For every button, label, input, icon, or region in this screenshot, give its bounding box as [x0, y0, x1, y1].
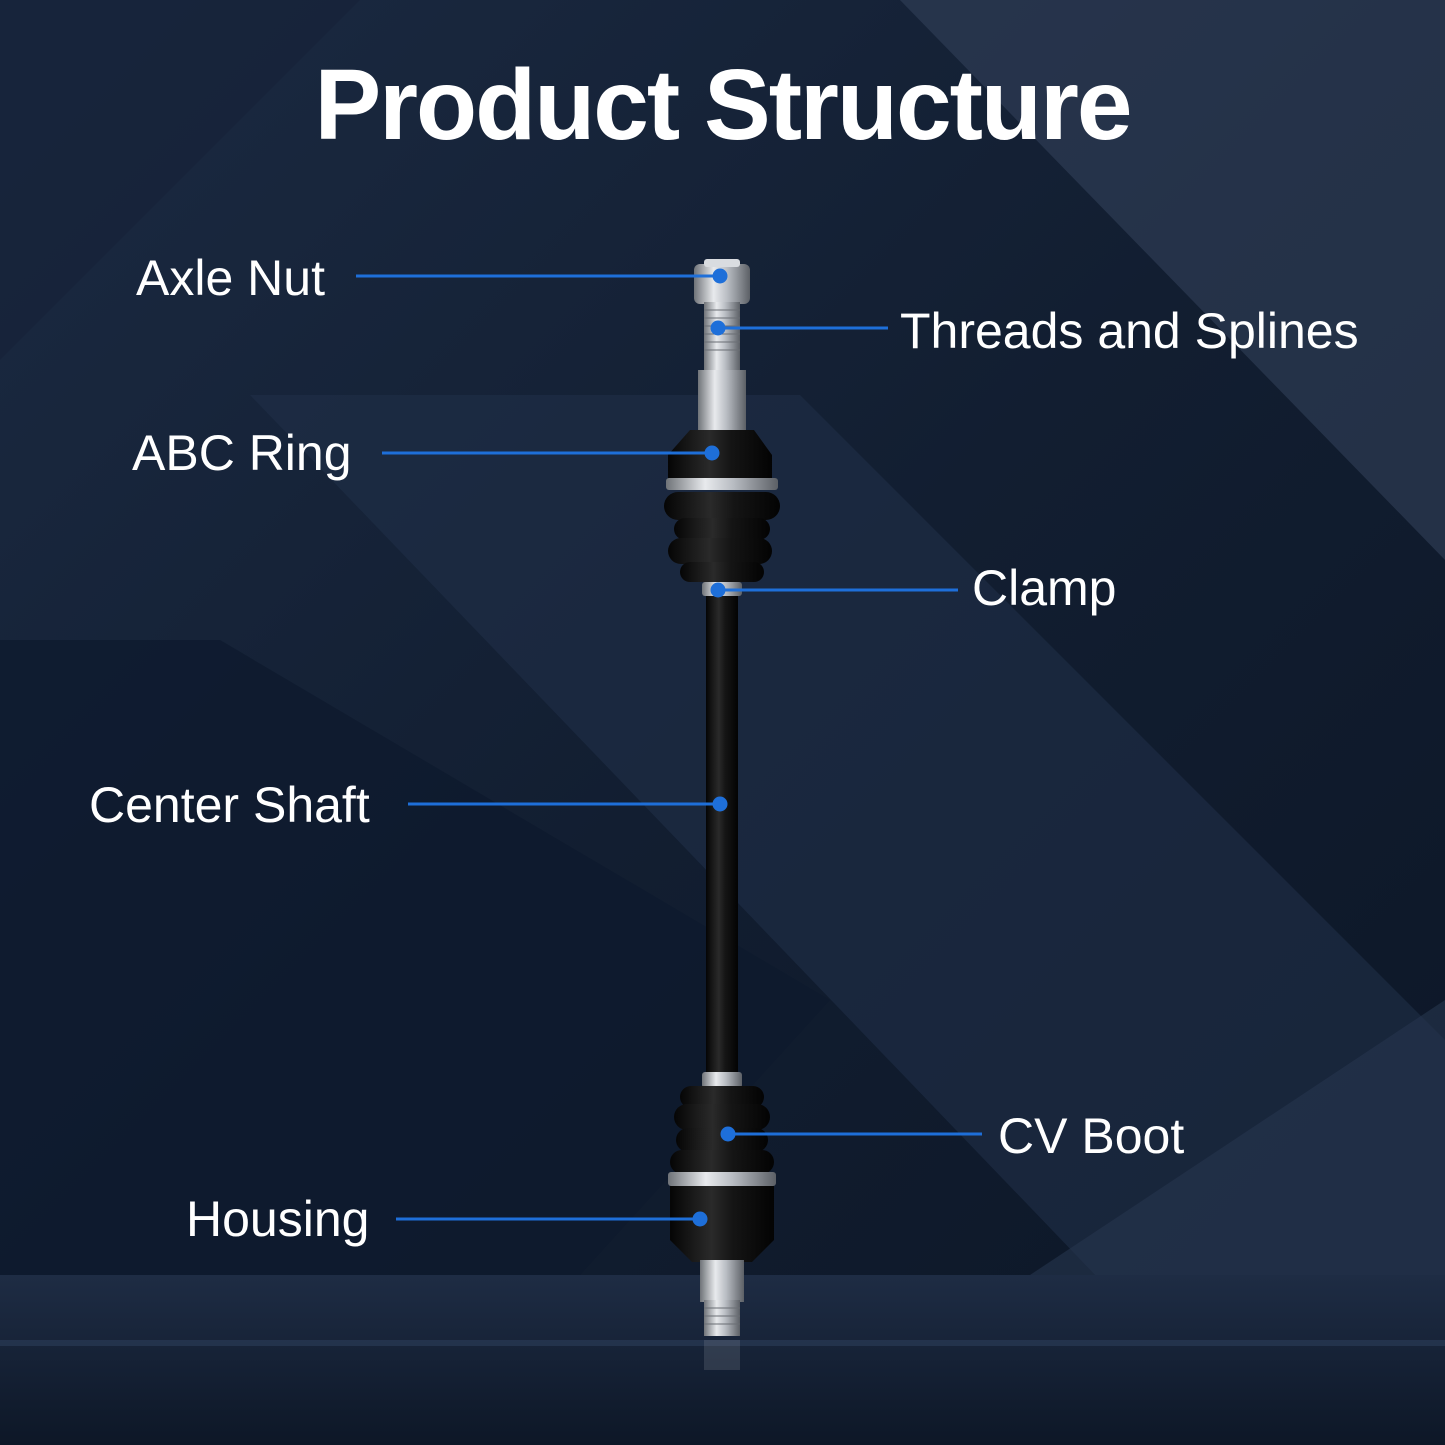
- housing-part: [670, 1186, 774, 1262]
- threads-and-splines-label: Threads and Splines: [900, 303, 1359, 359]
- threads-and-splines-part: [698, 302, 746, 430]
- abc-ring-part: [666, 430, 778, 490]
- center-shaft-label: Center Shaft: [89, 777, 370, 833]
- housing-leader: [396, 1211, 708, 1227]
- clamp-label: Clamp: [972, 560, 1117, 616]
- center-shaft-part: [706, 596, 738, 1074]
- upper-cv-boot-part: [664, 492, 780, 582]
- housing-label: Housing: [186, 1191, 370, 1247]
- clamp-leader: [710, 582, 958, 598]
- center-shaft-leader: [408, 796, 728, 812]
- abc-ring-label: ABC Ring: [132, 425, 352, 481]
- threads-leader: [710, 320, 888, 336]
- axle-nut-label: Axle Nut: [136, 250, 325, 306]
- abc-ring-leader: [382, 445, 720, 461]
- axle-nut-leader: [356, 268, 728, 284]
- cv-boot-leader: [720, 1126, 982, 1142]
- page-title: Product Structure: [314, 49, 1132, 161]
- cv-boot-label: CV Boot: [998, 1108, 1185, 1164]
- axle-nut-part: [694, 259, 750, 304]
